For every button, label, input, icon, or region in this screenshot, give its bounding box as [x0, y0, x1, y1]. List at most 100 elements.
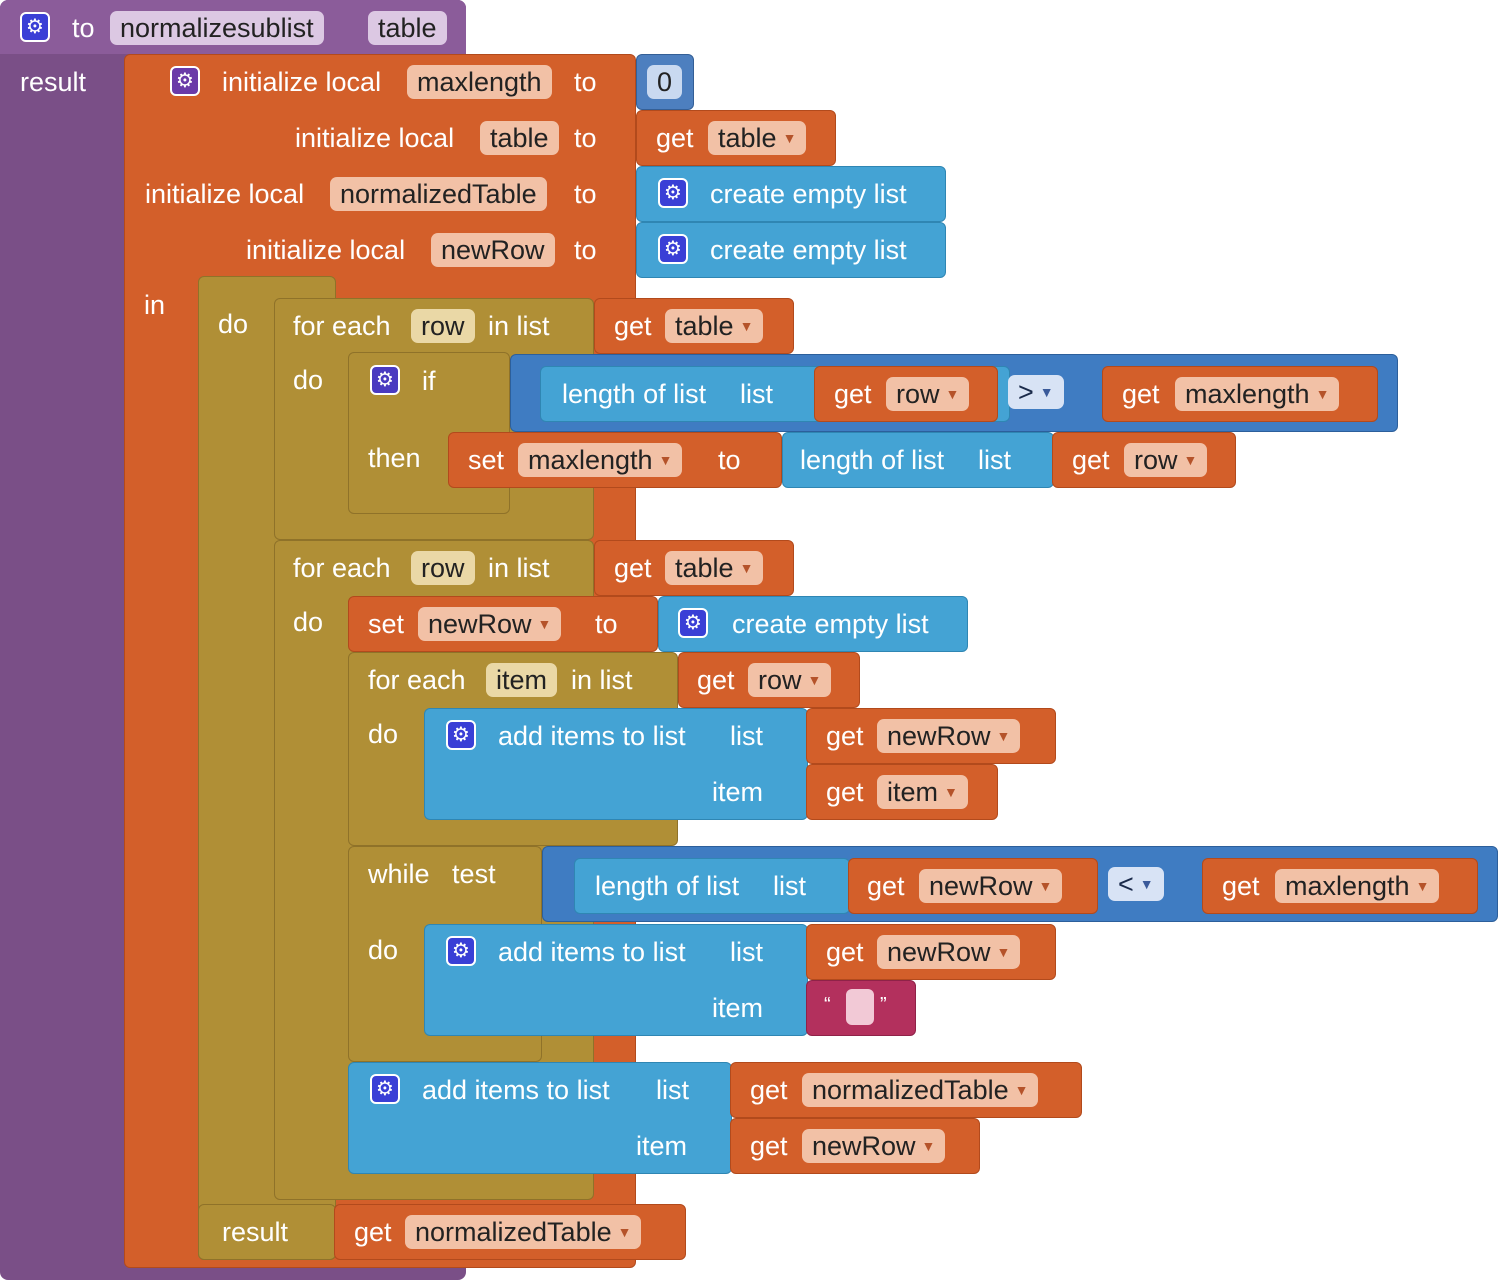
set-to-label: to [595, 609, 618, 639]
item-socket-label: item [636, 1131, 688, 1161]
chevron-down-icon: ▼ [658, 452, 673, 468]
add-items-to-list-block[interactable] [424, 708, 808, 820]
get-keyword: get [867, 871, 905, 901]
get-maxlength-dropdown[interactable]: maxlength▼ [1175, 377, 1340, 411]
operator-less-dropdown[interactable]: <▼ [1108, 867, 1164, 901]
init-normalizedtable-var[interactable]: normalizedTable [330, 177, 547, 211]
create-empty-list-label: create empty list [710, 235, 907, 265]
get-keyword: get [614, 311, 652, 341]
get-row-dropdown[interactable]: row▼ [1124, 443, 1208, 477]
set-label: set [368, 609, 405, 639]
procedure-name-field[interactable]: normalizesublist [110, 11, 324, 45]
for-each-var-item[interactable]: item [486, 663, 558, 697]
get-keyword: get [614, 553, 652, 583]
length-of-list-label: length of list [562, 379, 707, 409]
init-table-var[interactable]: table [480, 121, 559, 155]
result-label: result [222, 1217, 289, 1247]
for-each-label: for each [368, 665, 466, 695]
procedure-to-keyword: to [72, 13, 95, 43]
init-maxlength-label: initialize local [222, 67, 382, 97]
get-newrow-dropdown[interactable]: newRow▼ [877, 719, 1021, 753]
chevron-down-icon: ▼ [739, 318, 754, 334]
init-newrow-to: to [574, 235, 597, 265]
for-each-label: for each [293, 311, 391, 341]
get-row-dropdown[interactable]: row▼ [748, 663, 832, 697]
init-normalizedtable-label: initialize local [145, 179, 305, 209]
list-gear-icon[interactable]: ⚙ [678, 608, 708, 638]
get-keyword: get [354, 1217, 392, 1247]
init-newrow-label: initialize local [246, 235, 406, 265]
add-items-to-list-block[interactable] [424, 924, 808, 1036]
if-gear-icon[interactable]: ⚙ [370, 365, 400, 395]
do-label: do [368, 935, 399, 965]
create-empty-list-block[interactable] [658, 596, 968, 652]
init-normalizedtable-to: to [574, 179, 597, 209]
chevron-down-icon: ▼ [996, 944, 1011, 960]
chevron-down-icon: ▼ [996, 728, 1011, 744]
procedure-param-table[interactable]: table [368, 11, 447, 45]
get-maxlength-dropdown[interactable]: maxlength▼ [1275, 869, 1440, 903]
list-gear-icon[interactable]: ⚙ [658, 178, 688, 208]
list-gear-icon[interactable]: ⚙ [446, 720, 476, 750]
length-of-list-block[interactable] [574, 858, 850, 914]
add-items-label: add items to list [498, 721, 686, 751]
in-label: in [144, 290, 166, 320]
list-gear-icon[interactable]: ⚙ [658, 234, 688, 264]
do-result-bottom [198, 1204, 336, 1260]
get-normalizedtable-dropdown[interactable]: normalizedTable▼ [802, 1073, 1039, 1107]
get-row-dropdown[interactable]: row▼ [886, 377, 970, 411]
chevron-down-icon: ▼ [944, 784, 958, 800]
init-maxlength-to: to [574, 67, 597, 97]
chevron-down-icon: ▼ [1315, 386, 1330, 402]
get-keyword: get [826, 937, 864, 967]
length-of-list-label: length of list [595, 871, 740, 901]
get-newrow-dropdown[interactable]: newRow▼ [802, 1129, 946, 1163]
get-newrow-dropdown[interactable]: newRow▼ [919, 869, 1063, 903]
get-keyword: get [750, 1131, 788, 1161]
chevron-down-icon: ▼ [782, 130, 797, 146]
add-items-label: add items to list [422, 1075, 610, 1105]
operator-greater-dropdown[interactable]: >▼ [1008, 375, 1064, 409]
number-field[interactable]: 0 [647, 65, 683, 99]
chevron-down-icon: ▼ [1415, 878, 1430, 894]
add-items-to-list-block[interactable] [348, 1062, 732, 1174]
chevron-down-icon: ▼ [1139, 876, 1154, 892]
in-list-label: in list [488, 553, 550, 583]
get-normalizedtable-dropdown[interactable]: normalizedTable▼ [405, 1215, 642, 1249]
get-newrow-dropdown[interactable]: newRow▼ [877, 935, 1021, 969]
in-list-label: in list [571, 665, 633, 695]
then-label: then [368, 443, 421, 473]
for-each-var-row[interactable]: row [411, 551, 475, 585]
list-socket-label: list [730, 937, 763, 967]
procedure-result-label: result [20, 67, 87, 97]
text-input-field[interactable] [846, 989, 874, 1025]
get-table-dropdown[interactable]: table▼ [665, 309, 764, 343]
chevron-down-icon: ▼ [921, 1138, 936, 1154]
set-maxlength-dropdown[interactable]: maxlength▼ [518, 443, 683, 477]
get-table-dropdown[interactable]: table▼ [665, 551, 764, 585]
init-maxlength-var[interactable]: maxlength [407, 65, 552, 99]
for-each-var-row[interactable]: row [411, 309, 475, 343]
get-item-dropdown[interactable]: item▼ [877, 775, 968, 809]
list-socket-label: list [730, 721, 763, 751]
init-newrow-var[interactable]: newRow [431, 233, 555, 267]
get-keyword: get [1222, 871, 1260, 901]
list-gear-icon[interactable]: ⚙ [446, 936, 476, 966]
list-gear-icon[interactable]: ⚙ [370, 1074, 400, 1104]
while-label: while test [368, 859, 496, 889]
chevron-down-icon: ▼ [1039, 384, 1054, 400]
set-newrow-dropdown[interactable]: newRow▼ [418, 607, 562, 641]
set-label: set [468, 445, 505, 475]
get-keyword: get [656, 123, 694, 153]
length-of-list-label: length of list [800, 445, 945, 475]
do-label: do [293, 607, 324, 637]
get-keyword: get [1072, 445, 1110, 475]
chevron-down-icon: ▼ [1038, 878, 1053, 894]
local-vars-gear-icon[interactable]: ⚙ [170, 66, 200, 96]
chevron-down-icon: ▼ [1014, 1082, 1029, 1098]
get-table-dropdown[interactable]: table▼ [708, 121, 807, 155]
procedure-gear-icon[interactable]: ⚙ [20, 12, 50, 42]
create-empty-list-label: create empty list [732, 609, 929, 639]
chevron-down-icon: ▼ [617, 1224, 632, 1240]
add-items-label: add items to list [498, 937, 686, 967]
